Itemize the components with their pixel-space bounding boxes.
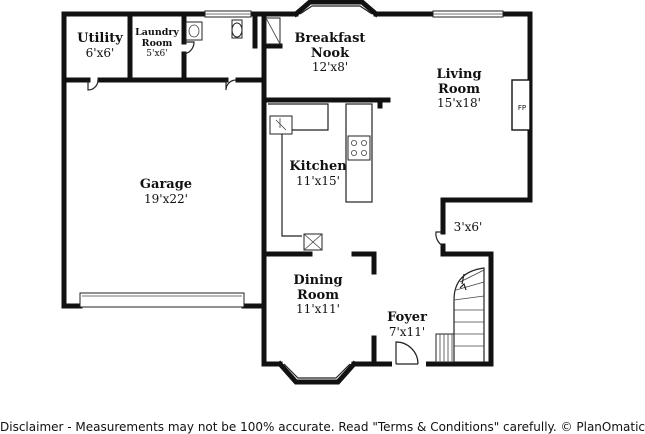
dining-bay-window (276, 360, 358, 385)
refrigerator-icon (303, 233, 323, 251)
stove-icon (347, 135, 371, 161)
windows (79, 10, 504, 308)
stairs (435, 267, 485, 363)
room-label-garage: Garage 19'x22' (139, 177, 193, 206)
room-label-dining-room: Dining Room 11'x11' (293, 273, 343, 317)
room-label-kitchen: Kitchen 11'x15' (289, 159, 347, 188)
floor-plan (61, 0, 533, 385)
shower-icon (265, 17, 281, 45)
breakfast-bay-window (292, 0, 380, 18)
room-label-breakfast-nook: Breakfast Nook 12'x8' (294, 31, 366, 75)
disclaimer-text: Disclaimer - Measurements may not be 100… (0, 420, 645, 434)
room-label-foyer: Foyer 7'x11' (387, 310, 427, 339)
room-label-laundry: Laundry Room 5'x6' (135, 27, 179, 60)
room-label-utility: Utility 6'x6' (77, 31, 123, 60)
room-label-living-room: Living Room 15'x18' (436, 67, 482, 111)
interior-walls (61, 11, 391, 367)
sink-icon (185, 21, 203, 41)
fireplace-icon (511, 79, 531, 131)
doors (87, 41, 444, 367)
room-label-closet: 3'x6' (453, 220, 483, 234)
fireplace-label: FP (517, 104, 527, 112)
toilet-icon (231, 19, 243, 39)
